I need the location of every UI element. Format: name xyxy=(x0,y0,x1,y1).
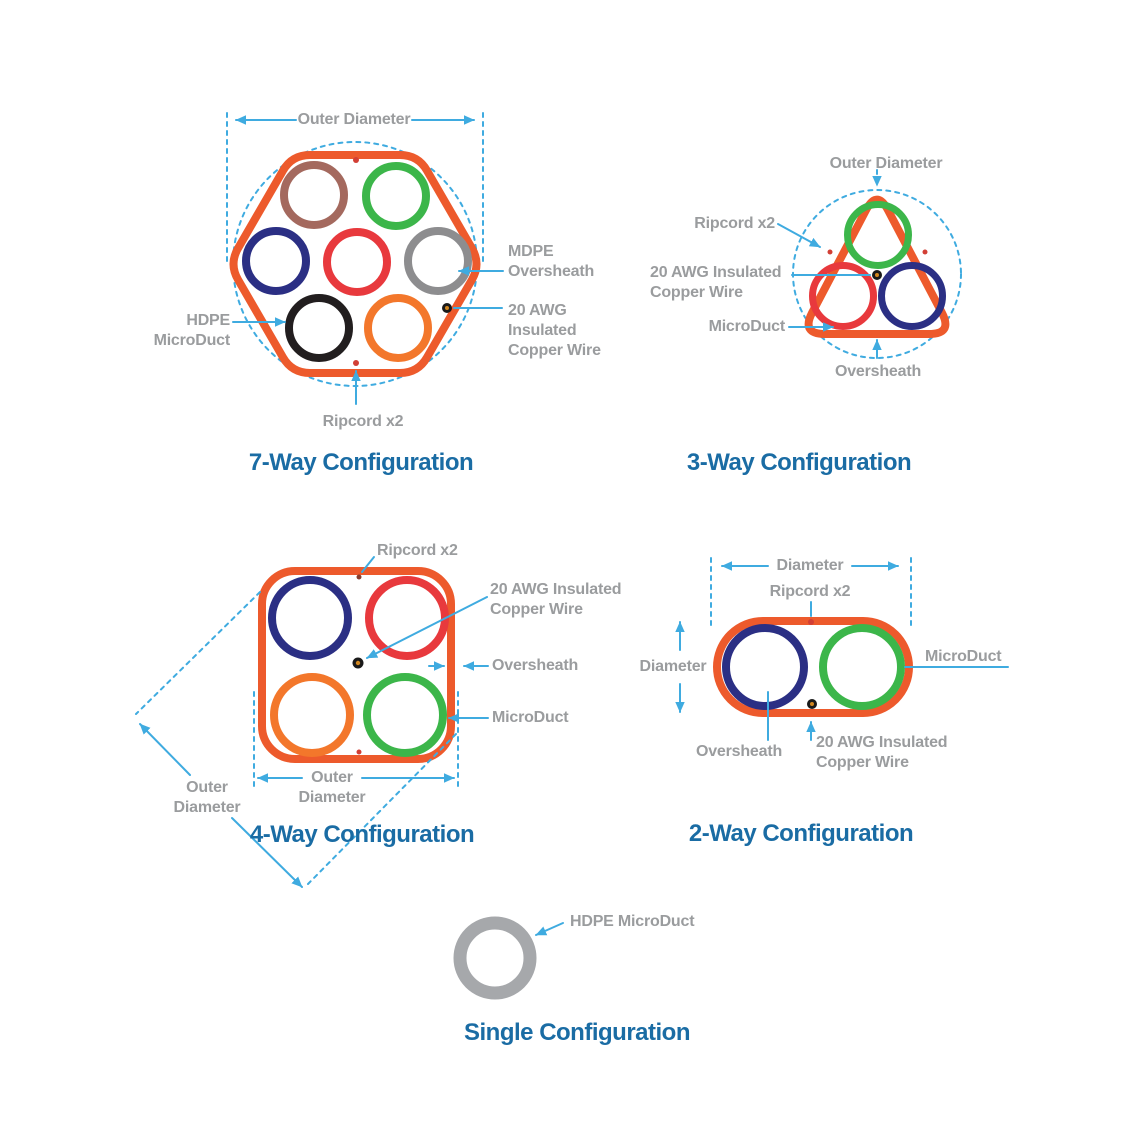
label-copper-wire: 20 AWG Insulated Copper Wire xyxy=(490,581,622,618)
microduct-ring-navy xyxy=(268,576,352,660)
ripcord-dot xyxy=(808,619,814,625)
title-four-way: 4-Way Configuration xyxy=(249,821,475,848)
label-copper-wire: 20 AWG Insulated Copper Wire xyxy=(650,264,782,301)
title-seven-way: 7-Way Configuration xyxy=(248,449,474,476)
label-diameter-left: Diameter xyxy=(639,658,707,675)
title-two-way: 2-Way Configuration xyxy=(688,820,914,847)
label-ripcord: Ripcord x2 xyxy=(694,215,775,232)
leader-line-ripcord xyxy=(361,556,375,573)
diagonal-measure-line-upper xyxy=(139,723,191,776)
microduct-ring-gray xyxy=(404,227,472,295)
oversheath-square xyxy=(258,567,455,763)
four-way-figure xyxy=(135,556,489,888)
microduct-ring-green xyxy=(819,624,905,710)
label-outer-diameter-diagonal: Outer Diameter xyxy=(173,779,241,816)
title-three-way: 3-Way Configuration xyxy=(686,449,912,476)
ripcord-dot-bottom xyxy=(356,749,362,755)
microduct-ring-navy xyxy=(722,624,808,710)
microduct-ring-navy xyxy=(242,227,310,295)
label-copper-wire: 20 AWG Insulated Copper Wire xyxy=(816,734,948,771)
title-single: Single Configuration xyxy=(464,1019,690,1046)
leader-line-ripcord xyxy=(777,223,821,248)
leader-line-copper-wire xyxy=(366,596,488,659)
label-ripcord: Ripcord x2 xyxy=(377,542,458,559)
microduct-ring-red xyxy=(365,576,449,660)
label-microduct: MicroDuct xyxy=(492,709,569,726)
label-ripcord: Ripcord x2 xyxy=(322,413,404,430)
label-diameter-top: Diameter xyxy=(776,557,844,574)
label-outer-diameter-bottom: Outer Diameter xyxy=(298,769,366,806)
microduct-ring-green xyxy=(362,162,430,230)
microduct-ring-navy xyxy=(878,262,946,330)
label-oversheath: Oversheath xyxy=(492,657,579,674)
seven-way-figure xyxy=(226,112,504,405)
label-outer-diameter: Outer Diameter xyxy=(297,111,411,128)
microduct-ring-orange xyxy=(270,673,354,757)
label-oversheath: Oversheath xyxy=(695,743,783,760)
diagonal-extension-line-bottom xyxy=(307,733,457,885)
diagonal-measure-line-lower xyxy=(231,817,303,888)
copper-wire-core xyxy=(355,660,361,666)
leader-line-microduct xyxy=(535,922,564,936)
ripcord-dot-bottom xyxy=(353,360,359,366)
oversheath-hexagon xyxy=(229,151,481,377)
microduct-ring-brown xyxy=(280,161,348,229)
microduct-ring-black xyxy=(285,294,353,362)
microduct-ring-single xyxy=(453,916,537,1000)
diagonal-extension-line-top xyxy=(135,591,261,715)
microduct-ring-green xyxy=(844,201,912,269)
label-mdpe-oversheath: MDPE Oversheath xyxy=(508,243,595,280)
label-microduct: MicroDuct xyxy=(925,648,1002,665)
single-figure xyxy=(453,916,564,1000)
copper-wire-core xyxy=(810,702,814,706)
microduct-ring-green xyxy=(363,673,447,757)
microduct-ring-orange xyxy=(364,294,432,362)
ripcord-dot-left xyxy=(827,249,833,255)
label-outer-diameter: Outer Diameter xyxy=(829,155,943,172)
ripcord-dot-top xyxy=(353,157,359,163)
copper-wire-core xyxy=(445,306,449,310)
three-way-figure xyxy=(777,169,962,359)
ripcord-dot-top xyxy=(356,574,362,580)
label-hdpe-microduct: HDPE MicroDuct xyxy=(153,312,231,349)
copper-wire-core xyxy=(875,273,879,277)
outer-dashed-circle xyxy=(232,141,478,387)
label-hdpe-microduct: HDPE MicroDuct xyxy=(570,913,695,930)
ripcord-dot-right xyxy=(922,249,928,255)
label-copper-wire: 20 AWG Insulated Copper Wire xyxy=(508,302,601,359)
microduct-ring-red xyxy=(323,228,391,296)
microduct-ring-red xyxy=(809,262,877,330)
label-microduct: MicroDuct xyxy=(708,318,786,335)
label-ripcord: Ripcord x2 xyxy=(769,583,851,600)
oversheath-triangle xyxy=(804,195,950,338)
two-way-figure xyxy=(675,557,1009,741)
label-oversheath: Oversheath xyxy=(834,363,922,380)
